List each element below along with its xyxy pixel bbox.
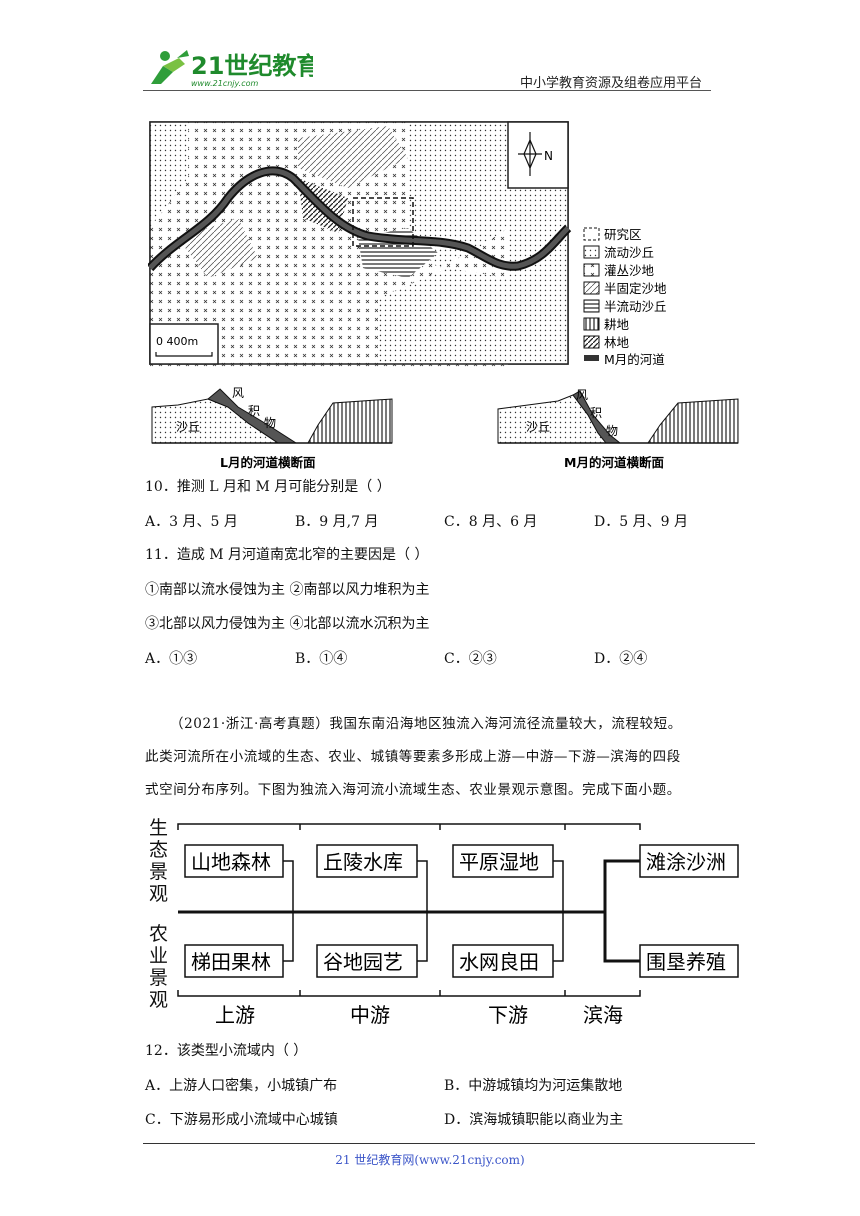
legend-shrub-sand: 灌丛沙地 bbox=[604, 263, 655, 278]
eco-hill-reservoir: 丘陵水库 bbox=[323, 850, 403, 874]
segment-midstream: 中游 bbox=[350, 1003, 390, 1027]
eco-plain-wetland: 平原湿地 bbox=[459, 850, 539, 874]
svg-text:物: 物 bbox=[264, 416, 276, 430]
eco-tidal-flat: 滩涂沙洲 bbox=[646, 850, 726, 874]
q11-statements-2: ③北部以风力侵蚀为主 ④北部以流水沉积为主 bbox=[145, 616, 430, 632]
svg-text:景: 景 bbox=[149, 967, 168, 989]
river-cross-sections: 沙丘 风 积 物 L月的河道横断面 沙丘 风 积 物 M月的河道横断面 bbox=[151, 386, 739, 470]
agri-water-field: 水网良田 bbox=[459, 950, 539, 974]
north-arrow-icon bbox=[518, 132, 542, 176]
legend-semi-fixed: 半固定沙地 bbox=[604, 281, 667, 296]
l-month-section: 沙丘 风 积 物 L月的河道横断面 bbox=[151, 386, 393, 470]
landscape-diagram: 生 态 景 观 农 业 景 观 山地森林 丘陵水库 平原湿地 滩涂沙洲 梯田果林… bbox=[149, 817, 739, 1027]
q11-option-a[interactable]: A．①③ bbox=[145, 651, 198, 667]
agri-valley-garden: 谷地园艺 bbox=[323, 950, 403, 974]
segment-downstream: 下游 bbox=[488, 1003, 528, 1027]
q12-stem: 12．该类型小流域内（ ） bbox=[145, 1043, 308, 1059]
scale-label: 0 400m bbox=[156, 335, 198, 348]
footer-divider bbox=[143, 1143, 755, 1144]
legend-study-area: 研究区 bbox=[604, 227, 642, 242]
logo-text: 21世纪教育 bbox=[191, 52, 313, 80]
m-month-caption: M月的河道横断面 bbox=[564, 455, 664, 470]
legend-mobile-dune: 流动沙丘 bbox=[604, 245, 654, 260]
logo-url: www.21cnjy.com bbox=[191, 79, 258, 88]
runner-logo-icon: 21世纪教育 www.21cnjy.com bbox=[151, 50, 320, 88]
svg-text:农: 农 bbox=[149, 923, 168, 945]
q10-option-d[interactable]: D．5 月、9 月 bbox=[594, 514, 688, 530]
site-logo: 21世纪教育 www.21cnjy.com bbox=[143, 44, 320, 94]
svg-text:态: 态 bbox=[149, 839, 168, 861]
q10-stem: 10．推测 L 月和 M 月可能分别是（ ） bbox=[145, 479, 391, 495]
svg-text:风: 风 bbox=[576, 388, 588, 402]
q11-statements-1: ①南部以流水侵蚀为主 ②南部以风力堆积为主 bbox=[145, 582, 430, 598]
eco-landscape-label: 生 态 景 观 bbox=[149, 817, 168, 905]
q12-option-d[interactable]: D．滨海城镇职能以商业为主 bbox=[444, 1112, 624, 1128]
svg-text:沙丘: 沙丘 bbox=[526, 420, 550, 434]
svg-text:观: 观 bbox=[149, 883, 168, 905]
l-month-caption: L月的河道横断面 bbox=[220, 455, 316, 470]
platform-title: 中小学教育资源及组卷应用平台 bbox=[520, 76, 703, 91]
q12-option-c[interactable]: C．下游易形成小流域中心城镇 bbox=[145, 1112, 338, 1128]
q12-option-b[interactable]: B．中游城镇均为河运集散地 bbox=[444, 1078, 623, 1094]
q11-stem: 11．造成 M 月河道南宽北窄的主要因是（ ） bbox=[145, 547, 429, 563]
agri-reclaim-aquaculture: 围垦养殖 bbox=[646, 950, 726, 974]
q11-option-c[interactable]: C．②③ bbox=[444, 651, 497, 667]
svg-text:积: 积 bbox=[248, 404, 260, 418]
svg-text:沙丘: 沙丘 bbox=[176, 420, 200, 434]
agri-terrace-orchard: 梯田果林 bbox=[191, 950, 271, 974]
eco-mountain-forest: 山地森林 bbox=[191, 850, 271, 874]
svg-text:风: 风 bbox=[232, 386, 244, 400]
intro-line-2: 此类河流所在小流域的生态、农业、城镇等要素多形成上游—中游—下游—滨海的四段 bbox=[145, 749, 681, 765]
svg-text:观: 观 bbox=[149, 989, 168, 1011]
q11-option-b[interactable]: B．①④ bbox=[295, 651, 348, 667]
m-month-section: 沙丘 风 积 物 M月的河道横断面 bbox=[497, 388, 739, 470]
q11-option-d[interactable]: D．②④ bbox=[594, 651, 648, 667]
svg-text:业: 业 bbox=[149, 945, 168, 967]
legend-semi-mobile: 半流动沙丘 bbox=[604, 299, 667, 314]
footer-link[interactable]: 21 世纪教育网(www.21cnjy.com) bbox=[335, 1153, 525, 1167]
map-legend: 研究区 流动沙丘 灌丛沙地 半固定沙地 半流动沙丘 耕地 林地 M月的河道 bbox=[583, 227, 667, 367]
q10-option-a[interactable]: A．3 月、5 月 bbox=[145, 514, 238, 530]
intro-line-1: （2021·浙江·高考真题）我国东南沿海地区独流入海河流径流量较大，流程较短。 bbox=[170, 716, 682, 732]
segment-coastal: 滨海 bbox=[583, 1003, 623, 1027]
north-label: N bbox=[544, 149, 553, 163]
legend-forest: 林地 bbox=[604, 335, 630, 350]
q12-option-a[interactable]: A．上游人口密集，小城镇广布 bbox=[145, 1078, 338, 1094]
intro-line-3: 式空间分布序列。下图为独流入海河流小流域生态、农业景观示意图。完成下面小题。 bbox=[145, 782, 681, 798]
agri-landscape-label: 农 业 景 观 bbox=[149, 923, 168, 1011]
header-divider bbox=[143, 90, 711, 91]
segment-upstream: 上游 bbox=[215, 1003, 255, 1027]
svg-text:生: 生 bbox=[149, 817, 168, 839]
svg-text:积: 积 bbox=[590, 406, 602, 420]
study-area-map: N 0 400m 研究区 流动沙丘 灌丛沙地 半固定沙地 半流动沙丘 耕地 林地… bbox=[148, 121, 667, 368]
svg-text:景: 景 bbox=[149, 861, 168, 883]
legend-river: M月的河道 bbox=[604, 352, 665, 367]
svg-text:物: 物 bbox=[606, 424, 618, 438]
q10-option-c[interactable]: C．8 月、6 月 bbox=[444, 514, 538, 530]
q10-option-b[interactable]: B．9 月,7 月 bbox=[295, 514, 379, 530]
legend-cropland: 耕地 bbox=[604, 317, 630, 332]
